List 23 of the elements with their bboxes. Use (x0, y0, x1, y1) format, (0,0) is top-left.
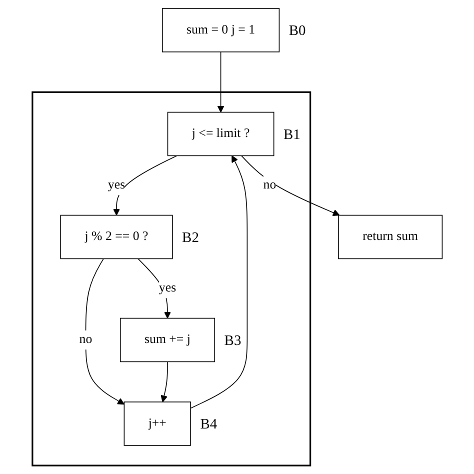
arrow (216, 52, 224, 113)
arrow (112, 155, 177, 216)
arrow (190, 155, 248, 409)
block-label: B3 (224, 332, 241, 349)
edge-label: no (262, 178, 276, 192)
arrow (85, 258, 124, 405)
node-box: j % 2 == 0 ? (60, 214, 172, 260)
edge-label: no (78, 332, 92, 346)
block-label: B2 (182, 230, 199, 246)
arrow (160, 361, 168, 402)
block-label: B1 (283, 126, 300, 143)
arrow (240, 155, 340, 216)
block-label: B4 (200, 416, 217, 433)
edge-label: yes (158, 281, 176, 295)
cluster (31, 91, 311, 466)
arrow (137, 258, 171, 319)
block-label: B0 (288, 23, 306, 39)
node-box: sum = 0 j = 1 (162, 8, 280, 52)
node-box: j++ (123, 402, 191, 446)
node-box: sum += j (120, 318, 215, 362)
edge-label: yes (108, 178, 125, 192)
node-box: return sum (338, 214, 442, 260)
node-box: j <= limit ? (167, 112, 274, 156)
